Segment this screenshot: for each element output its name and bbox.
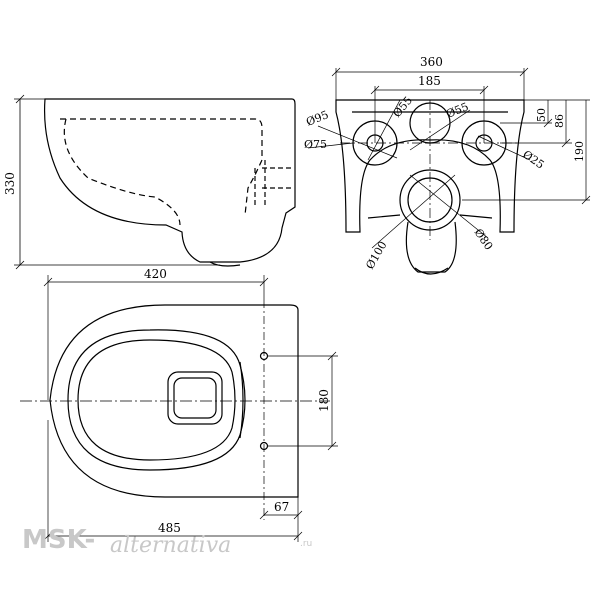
watermark-brand-suffix: .ru (300, 539, 312, 549)
dim-86: 86 (553, 114, 566, 128)
dim-dia-25: Ø25 (520, 148, 546, 172)
rear-outlet-ellipse (414, 267, 449, 275)
side-bowl-outline (44, 98, 296, 263)
side-hidden-trap (63, 118, 181, 226)
dim-420: 420 (144, 267, 167, 281)
watermark-brand-left: MSK- (22, 525, 95, 555)
dim-360: 360 (420, 55, 443, 69)
side-hidden-wall (254, 160, 266, 205)
dim-dia-100: Ø100 (363, 239, 389, 271)
dim-50: 50 (535, 108, 548, 122)
side-hidden-top (60, 118, 263, 160)
watermark-brand-mid: alternativa (110, 533, 231, 558)
watermark: MSK- alternativa .ru (22, 525, 312, 558)
plan-view (49, 304, 299, 498)
side-height-dim (14, 94, 220, 270)
rear-outlet-pipe (405, 221, 457, 273)
plan-drain-outer (167, 371, 223, 425)
plan-dims (20, 275, 338, 542)
dim-185: 185 (418, 74, 441, 88)
side-view (44, 98, 296, 267)
dim-180: 180 (317, 389, 331, 412)
dim-dia-80: Ø80 (472, 226, 496, 252)
plan-drain-inner (173, 377, 217, 419)
side-height-label: 330 (3, 172, 17, 195)
side-hidden-outlet (244, 159, 263, 216)
dim-485: 485 (158, 521, 181, 535)
plan-seat-outer (67, 329, 246, 471)
rear-feet (367, 214, 493, 219)
plan-rim-back (239, 361, 244, 439)
dim-dia-75: Ø75 (304, 138, 327, 151)
plan-seat-inner (77, 339, 236, 461)
dim-67: 67 (274, 500, 289, 514)
plan-outer-outline (49, 304, 299, 498)
side-base-detail (209, 261, 241, 267)
rear-dims (307, 67, 591, 249)
dim-dia-95: Ø95 (304, 108, 330, 129)
side-hidden-outlet2 (262, 167, 292, 189)
dim-dia-55b: Ø55 (444, 100, 470, 121)
dim-190: 190 (573, 141, 586, 162)
